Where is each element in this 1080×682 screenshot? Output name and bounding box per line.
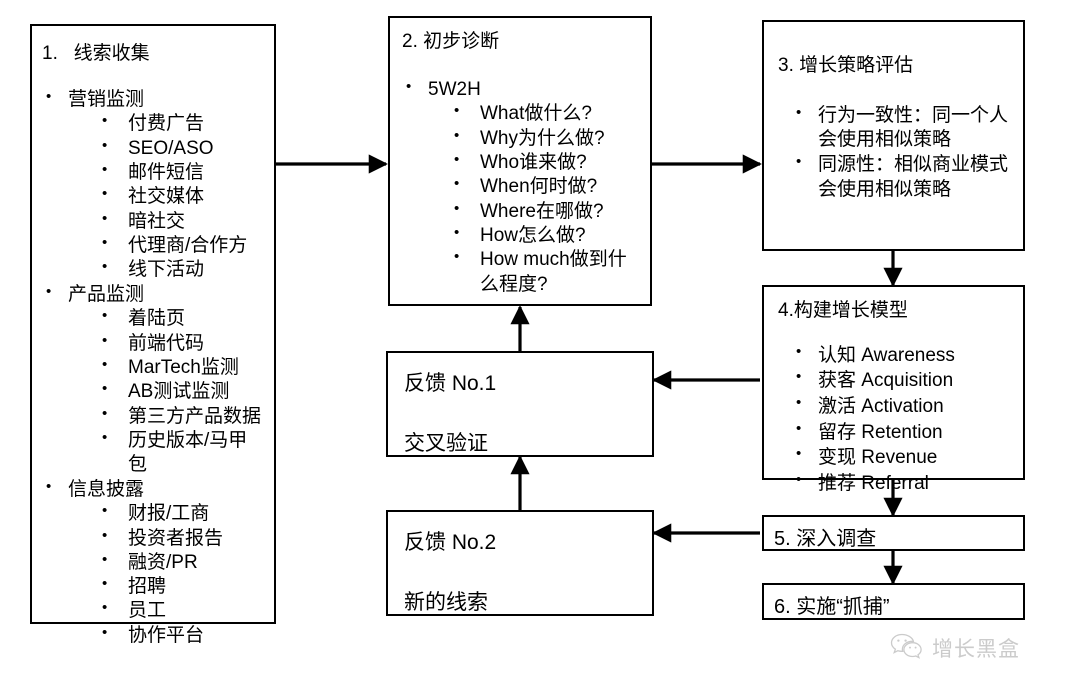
step1-group-1-label: 产品监测 xyxy=(68,283,145,305)
step4-item-3: 留存 Retention xyxy=(792,419,1009,446)
step1-item-0-2: 邮件短信 xyxy=(98,160,264,185)
step4-item-1: 获客 Acquisition xyxy=(792,367,1009,394)
step1-item-1-5: 历史版本/马甲包 xyxy=(98,428,264,478)
step2-item-6: How much做到什么程度? xyxy=(450,247,640,297)
step2-item-5: How怎么做? xyxy=(450,223,640,248)
step4-item-0: 认知 Awareness xyxy=(792,342,1009,369)
step1-item-1-3: AB测试监测 xyxy=(98,379,264,404)
step1-item-0-5: 代理商/合作方 xyxy=(98,233,264,258)
step1-item-2-0: 财报/工商 xyxy=(98,501,264,526)
box-step4-growth-model[interactable]: 4.构建增长模型 认知 Awareness 获客 Acquisition 激活 … xyxy=(762,285,1025,494)
step1-item-1-1: 前端代码 xyxy=(98,331,264,356)
step1-title: 1. 线索收集 xyxy=(42,43,150,64)
watermark: 增长黑盒 xyxy=(890,628,1070,668)
step1-item-1-4: 第三方产品数据 xyxy=(98,404,264,429)
step4-title: 4.构建增长模型 xyxy=(778,300,908,321)
step1-group-0-label: 营销监测 xyxy=(68,88,145,110)
feedback1-line1: 反馈 No.1 xyxy=(404,372,497,395)
step1-group-0: 营销监测 付费广告 SEO/ASO 邮件短信 社交媒体 暗社交 代理商/合作方 … xyxy=(42,87,264,283)
step3-title: 3. 增长策略评估 xyxy=(778,55,914,76)
watermark-text: 增长黑盒 xyxy=(932,638,1020,661)
step4-item-2: 激活 Activation xyxy=(792,393,1009,420)
step1-item-2-5: 协作平台 xyxy=(98,623,264,648)
step2-item-4: Where在哪做? xyxy=(450,199,640,224)
box-step5-deep-investigation[interactable]: 5. 深入调查 xyxy=(762,515,1025,551)
step1-item-0-0: 付费广告 xyxy=(98,111,264,136)
step1-item-2-2: 融资/PR xyxy=(98,550,264,575)
feedback1-line2: 交叉验证 xyxy=(404,432,488,455)
step2-group-0-label: 5W2H xyxy=(428,78,481,100)
step1-group-2: 信息披露 财报/工商 投资者报告 融资/PR 招聘 员工 协作平台 xyxy=(42,477,264,649)
step2-title: 2. 初步诊断 xyxy=(402,31,500,52)
box-step3-growth-strategy-evaluation[interactable]: 3. 增长策略评估 行为一致性：同一个人会使用相似策略 同源性：相似商业模式会使… xyxy=(762,20,1025,251)
box-feedback-2[interactable]: 反馈 No.2 新的线索 xyxy=(386,510,654,616)
box-step2-initial-diagnosis[interactable]: 2. 初步诊断 5W2H What做什么? Why为什么做? Who谁来做? W… xyxy=(388,16,652,306)
step2-item-2: Who谁来做? xyxy=(450,150,640,175)
feedback2-line1: 反馈 No.2 xyxy=(404,531,497,554)
step3-item-1: 同源性：相似商业模式会使用相似策略 xyxy=(792,152,1009,202)
step3-item-0: 行为一致性：同一个人会使用相似策略 xyxy=(792,103,1009,153)
step1-item-0-1: SEO/ASO xyxy=(98,136,264,161)
step1-item-2-3: 招聘 xyxy=(98,574,264,599)
step1-item-1-2: MarTech监测 xyxy=(98,355,264,380)
box-feedback-1[interactable]: 反馈 No.1 交叉验证 xyxy=(386,351,654,457)
step2-item-3: When何时做? xyxy=(450,174,640,199)
step1-group-2-label: 信息披露 xyxy=(68,478,145,500)
step1-group-1: 产品监测 着陆页 前端代码 MarTech监测 AB测试监测 第三方产品数据 历… xyxy=(42,282,264,478)
step1-item-1-0: 着陆页 xyxy=(98,306,264,331)
box-step6-execute-capture[interactable]: 6. 实施“抓捕” xyxy=(762,583,1025,620)
step2-item-0: What做什么? xyxy=(450,101,640,126)
step2-item-1: Why为什么做? xyxy=(450,126,640,151)
feedback2-line2: 新的线索 xyxy=(404,591,488,614)
step4-item-5: 推荐 Referral xyxy=(792,470,1009,497)
box-step1-lead-collection[interactable]: 1. 线索收集 营销监测 付费广告 SEO/ASO 邮件短信 社交媒体 暗社交 … xyxy=(30,24,276,646)
step1-item-0-3: 社交媒体 xyxy=(98,184,264,209)
step6-title: 6. 实施“抓捕” xyxy=(774,596,890,618)
step1-item-2-4: 员工 xyxy=(98,598,264,623)
wechat-icon xyxy=(890,633,924,664)
step1-item-2-1: 投资者报告 xyxy=(98,525,264,551)
step4-item-4: 变现 Revenue xyxy=(792,444,1009,471)
step1-item-0-4: 暗社交 xyxy=(98,209,264,234)
step5-title: 5. 深入调查 xyxy=(774,528,877,550)
step2-group-0: 5W2H What做什么? Why为什么做? Who谁来做? When何时做? … xyxy=(402,77,640,297)
step1-item-0-6: 线下活动 xyxy=(98,257,264,282)
